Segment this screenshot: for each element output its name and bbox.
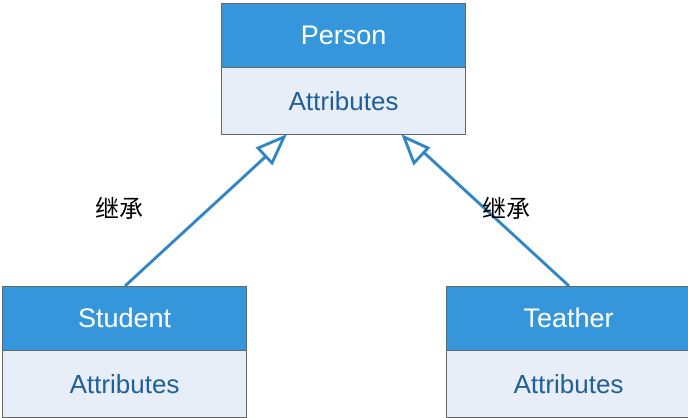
class-student-name: Student bbox=[3, 287, 246, 351]
edge-label-teather: 继承 bbox=[482, 195, 530, 223]
class-teather-attributes: Attributes bbox=[447, 351, 688, 417]
edge-teather-person bbox=[417, 146, 571, 288]
arrowhead-student-person bbox=[255, 134, 287, 166]
class-teather[interactable]: Teather Attributes bbox=[446, 286, 688, 418]
class-student[interactable]: Student Attributes bbox=[2, 286, 247, 418]
arrowhead-teather-person bbox=[401, 134, 431, 166]
class-student-attributes: Attributes bbox=[3, 351, 246, 417]
edge-label-student: 继承 bbox=[95, 195, 143, 223]
class-person-attributes: Attributes bbox=[222, 68, 465, 134]
class-teather-name: Teather bbox=[447, 287, 688, 351]
class-person[interactable]: Person Attributes bbox=[221, 3, 466, 135]
class-person-name: Person bbox=[222, 4, 465, 68]
edge-student-person bbox=[123, 146, 277, 288]
